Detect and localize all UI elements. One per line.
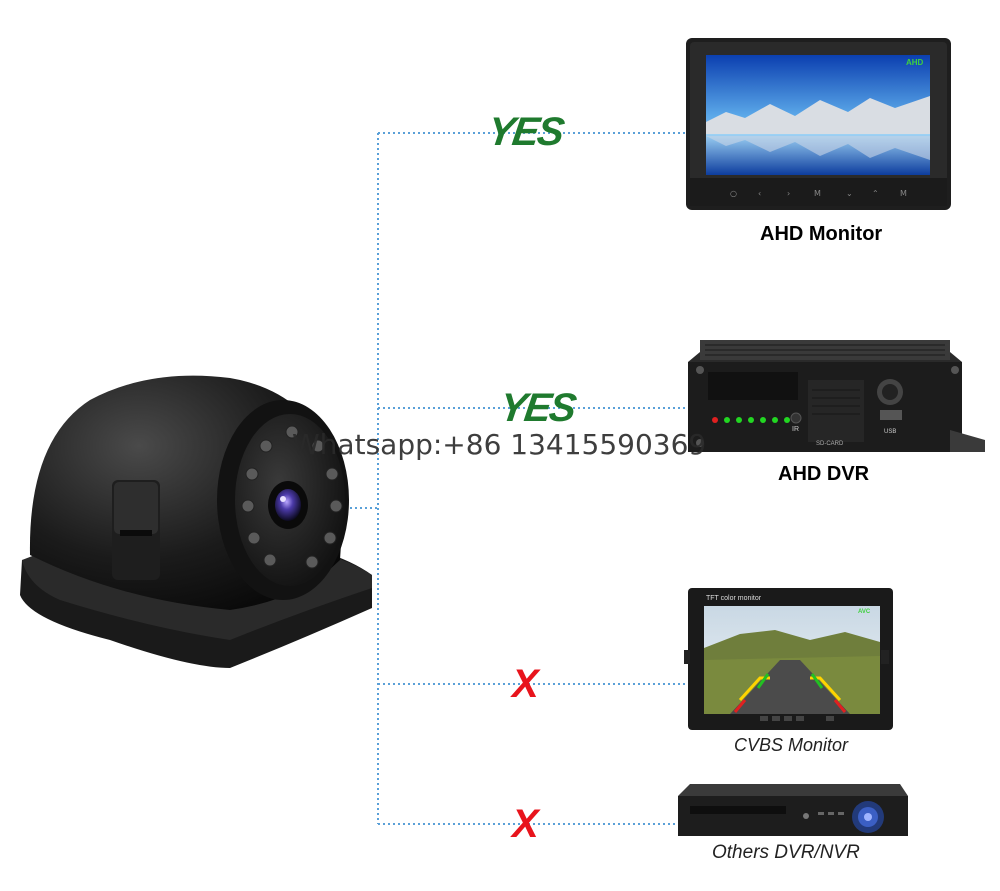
svg-text:○: ○ (730, 189, 737, 198)
status-ahd-monitor: YES (484, 110, 566, 154)
dvr-sd-card-label: SD-CARD (816, 441, 844, 447)
label-ahd-dvr: AHD DVR (778, 463, 870, 485)
status-ahd-dvr: YES (496, 386, 578, 430)
ahd-monitor-badge: AHD (906, 58, 924, 67)
status-others-dvr-nvr: X (512, 802, 539, 846)
svg-text:›: › (787, 189, 790, 198)
status-cvbs-monitor: X (512, 662, 539, 706)
svg-text:‹: ‹ (758, 189, 761, 198)
label-cvbs-monitor: CVBS Monitor (734, 735, 849, 755)
whatsapp-watermark: Whatsapp:+86 13415590369 (292, 428, 707, 461)
label-others-dvr-nvr: Others DVR/NVR (712, 842, 860, 863)
cvbs-monitor-badge: AVC (858, 609, 871, 615)
dvr-ir-label: IR (792, 426, 799, 433)
svg-text:⌃: ⌃ (872, 189, 879, 198)
svg-text:M: M (814, 189, 821, 198)
label-ahd-monitor: AHD Monitor (760, 223, 883, 245)
dvr-usb-label: USB (884, 429, 897, 435)
svg-text:⌄: ⌄ (846, 189, 853, 198)
cvbs-monitor-top-text: TFT color monitor (706, 595, 762, 602)
svg-text:M: M (900, 189, 907, 198)
